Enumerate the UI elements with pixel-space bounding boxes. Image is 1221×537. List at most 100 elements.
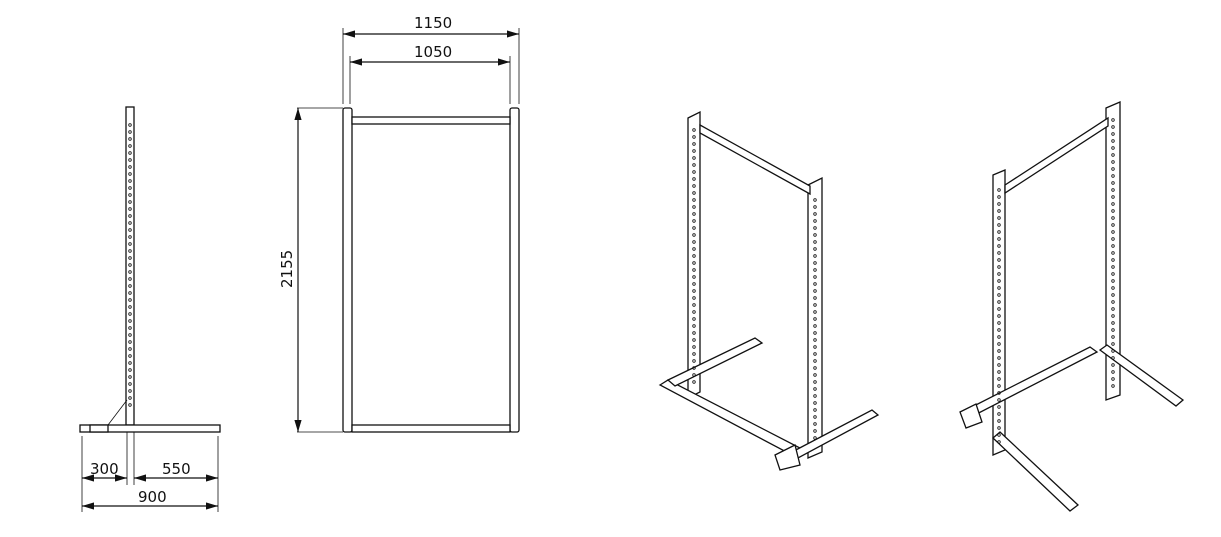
upright-hole [997,216,1001,220]
upright-hole [128,123,132,127]
upright-hole [1111,209,1115,213]
upright-hole [128,340,132,344]
upright-hole [128,312,132,316]
upright-hole [692,324,696,328]
upright-hole [813,359,817,363]
upright-hole [128,242,132,246]
upright-hole [692,366,696,370]
upright-hole [692,184,696,188]
upright-hole [128,277,132,281]
upright-hole [813,219,817,223]
iso1-right-leg [790,409,880,459]
upright-hole [813,331,817,335]
upright-hole [128,298,132,302]
upright-hole [128,396,132,400]
upright-hole [1111,188,1115,192]
upright-hole [692,205,696,209]
upright-hole [997,223,1001,227]
upright-hole [128,270,132,274]
upright-hole [1111,160,1115,164]
upright-hole [128,305,132,309]
upright-hole [813,345,817,349]
upright-hole [997,433,1001,437]
upright-hole [1111,356,1115,360]
upright-hole [1111,153,1115,157]
upright-hole [997,195,1001,199]
upright-hole [1111,342,1115,346]
upright-hole [1111,251,1115,255]
upright-hole [692,212,696,216]
upright-hole [128,354,132,358]
upright-hole [813,289,817,293]
upright-hole [128,403,132,407]
upright-hole [813,282,817,286]
front-left-upright [342,107,353,433]
upright-hole [997,293,1001,297]
isometric-view-rear [959,101,1185,512]
side-base-bar [79,424,221,433]
upright-hole [813,394,817,398]
dim-1050: 1050 [414,43,452,61]
upright-hole [692,142,696,146]
upright-hole [692,268,696,272]
front-pullup-bar [351,116,511,125]
upright-hole [128,256,132,260]
upright-hole [997,307,1001,311]
upright-hole [692,198,696,202]
upright-hole [1111,279,1115,283]
upright-hole [813,233,817,237]
upright-hole [1111,377,1115,381]
iso2-left-upright [992,169,1006,456]
upright-hole [813,380,817,384]
upright-hole [997,188,1001,192]
upright-hole [997,398,1001,402]
upright-hole [128,249,132,253]
upright-hole [1111,314,1115,318]
upright-hole [1111,167,1115,171]
upright-hole [813,303,817,307]
upright-hole [692,345,696,349]
upright-hole [1111,307,1115,311]
upright-hole [997,279,1001,283]
upright-hole [128,347,132,351]
upright-hole [692,254,696,258]
upright-hole [813,408,817,412]
upright-hole [128,326,132,330]
dim-1150: 1150 [414,14,452,32]
upright-hole [813,373,817,377]
upright-hole [997,265,1001,269]
upright-hole [813,422,817,426]
upright-hole [813,247,817,251]
upright-hole [692,352,696,356]
upright-hole [692,310,696,314]
upright-hole [128,137,132,141]
upright-hole [128,200,132,204]
upright-hole [1111,244,1115,248]
upright-hole [692,296,696,300]
upright-hole [1111,237,1115,241]
upright-hole [692,233,696,237]
upright-hole [128,165,132,169]
side-view: 300 550 900 [79,106,221,512]
upright-hole [128,130,132,134]
upright-hole [692,128,696,132]
upright-hole [1111,125,1115,129]
upright-hole [128,333,132,337]
iso1-left-leg [666,337,764,387]
upright-hole [997,321,1001,325]
upright-hole [997,237,1001,241]
upright-hole [692,331,696,335]
upright-hole [813,338,817,342]
upright-hole [692,359,696,363]
upright-hole [692,261,696,265]
upright-hole [997,300,1001,304]
front-right-upright [509,107,520,433]
upright-hole [813,268,817,272]
upright-hole [813,205,817,209]
upright-hole [692,380,696,384]
upright-hole [997,384,1001,388]
upright-hole [1111,174,1115,178]
upright-hole [997,342,1001,346]
upright-hole [1111,195,1115,199]
